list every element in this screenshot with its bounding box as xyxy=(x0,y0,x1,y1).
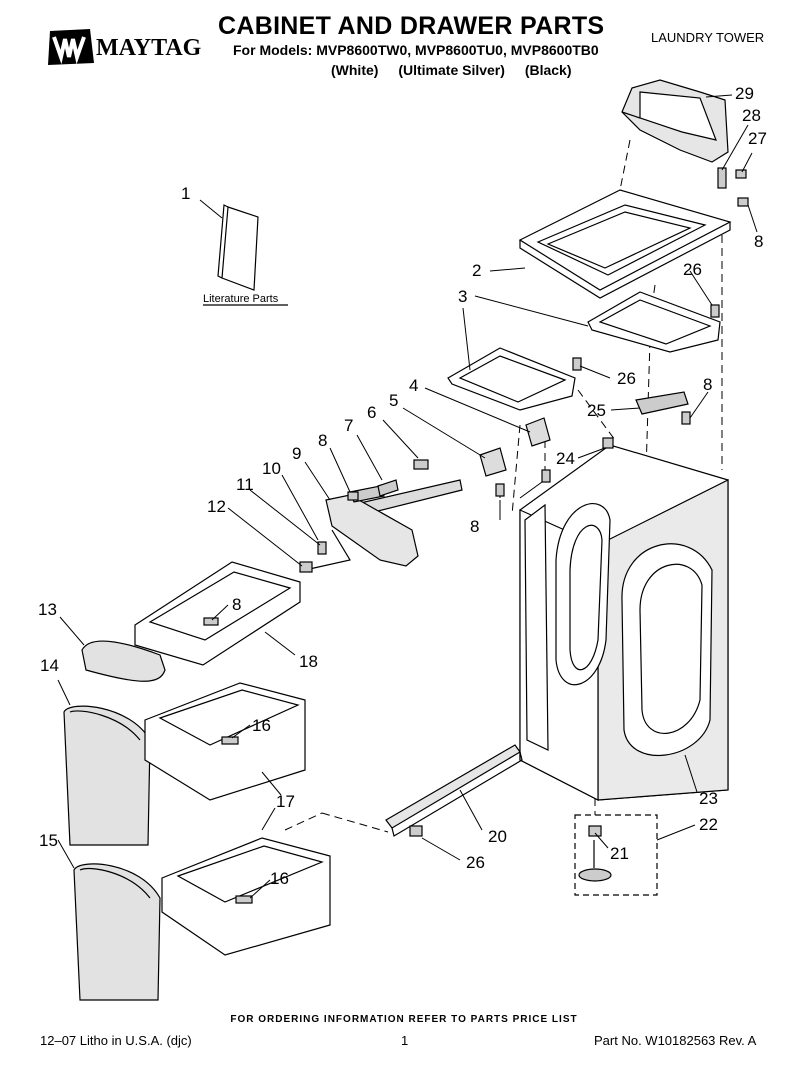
callout-23: 23 xyxy=(699,789,718,808)
callout-26-b: 26 xyxy=(617,369,636,388)
callout-5: 5 xyxy=(389,391,398,410)
part-23-cabinet xyxy=(519,444,729,801)
part-14-drawer-front xyxy=(63,705,151,846)
part-3-brackets xyxy=(447,291,721,411)
literature-label: Literature Parts xyxy=(203,293,279,305)
part-2-top-panel xyxy=(518,189,732,299)
lower-drawer-body xyxy=(161,837,331,956)
callout-13: 13 xyxy=(38,600,57,619)
part-9-handle-rod xyxy=(299,479,463,573)
callout-29: 29 xyxy=(735,84,754,103)
callout-26-a: 26 xyxy=(466,853,485,872)
page-number: 1 xyxy=(401,1033,409,1048)
callout-8-b: 8 xyxy=(232,595,241,614)
color-variants: (White) (Ultimate Silver) (Black) xyxy=(331,62,588,78)
callout-9: 9 xyxy=(292,444,301,463)
callout-7: 7 xyxy=(344,416,353,435)
callout-2: 2 xyxy=(472,261,481,280)
document-part-number: Part No. W10182563 Rev. A xyxy=(594,1033,757,1048)
part-29-top-cover xyxy=(621,79,729,163)
maytag-emblem-icon xyxy=(48,29,94,65)
callout-8-a: 8 xyxy=(318,431,327,450)
variant-white: (White) xyxy=(331,62,379,78)
maytag-logo: MAYTAG xyxy=(44,27,212,69)
variant-silver: (Ultimate Silver) xyxy=(398,62,505,78)
callout-3: 3 xyxy=(458,287,467,306)
category-label: LAUNDRY TOWER xyxy=(651,30,765,45)
models-line: For Models: MVP8600TW0, MVP8600TU0, MVP8… xyxy=(233,42,599,58)
callout-16-a: 16 xyxy=(252,716,271,735)
part-6-7-fasteners xyxy=(377,459,429,497)
screws xyxy=(203,167,749,837)
page-title: CABINET AND DRAWER PARTS xyxy=(218,12,605,40)
callout-numbers: 1 2 3 4 5 6 7 8 9 10 11 12 8 13 18 14 16… xyxy=(38,84,767,888)
callout-8-c: 8 xyxy=(470,517,479,536)
callout-leaders xyxy=(57,94,758,899)
part-18-tray xyxy=(134,561,301,666)
part-1-literature: Literature Parts xyxy=(203,204,288,306)
callout-16-b: 16 xyxy=(270,869,289,888)
variant-black: (Black) xyxy=(524,62,572,78)
callout-26-c: 26 xyxy=(683,260,702,279)
upper-drawer-body xyxy=(144,682,306,801)
part-15-drawer-front xyxy=(73,863,161,1001)
callout-25: 25 xyxy=(587,401,606,420)
part-20-slide-rail xyxy=(385,744,523,837)
callout-8-e: 8 xyxy=(754,232,763,251)
part-22-leveling-foot xyxy=(574,814,658,896)
part-4-5-small-brackets xyxy=(479,417,551,477)
callout-21: 21 xyxy=(610,844,629,863)
callout-6: 6 xyxy=(367,403,376,422)
callout-4: 4 xyxy=(409,376,418,395)
callout-24: 24 xyxy=(556,449,575,468)
callout-10: 10 xyxy=(262,459,281,478)
litho-info: 12–07 Litho in U.S.A. (djc) xyxy=(40,1033,192,1048)
ordering-note: FOR ORDERING INFORMATION REFER TO PARTS … xyxy=(230,1014,578,1025)
callout-15: 15 xyxy=(39,831,58,850)
callout-1: 1 xyxy=(181,184,190,203)
part-13-front-trim xyxy=(81,640,166,682)
callout-28: 28 xyxy=(742,106,761,125)
callout-22: 22 xyxy=(699,815,718,834)
brand-name: MAYTAG xyxy=(96,35,202,61)
callout-12: 12 xyxy=(207,497,226,516)
callout-11: 11 xyxy=(236,475,254,494)
callout-8-d: 8 xyxy=(703,375,712,394)
callout-14: 14 xyxy=(40,656,59,675)
callout-17: 17 xyxy=(276,792,295,811)
callout-27: 27 xyxy=(748,129,767,148)
part-25-switch xyxy=(635,391,689,415)
callout-20: 20 xyxy=(488,827,507,846)
callout-18: 18 xyxy=(299,652,318,671)
